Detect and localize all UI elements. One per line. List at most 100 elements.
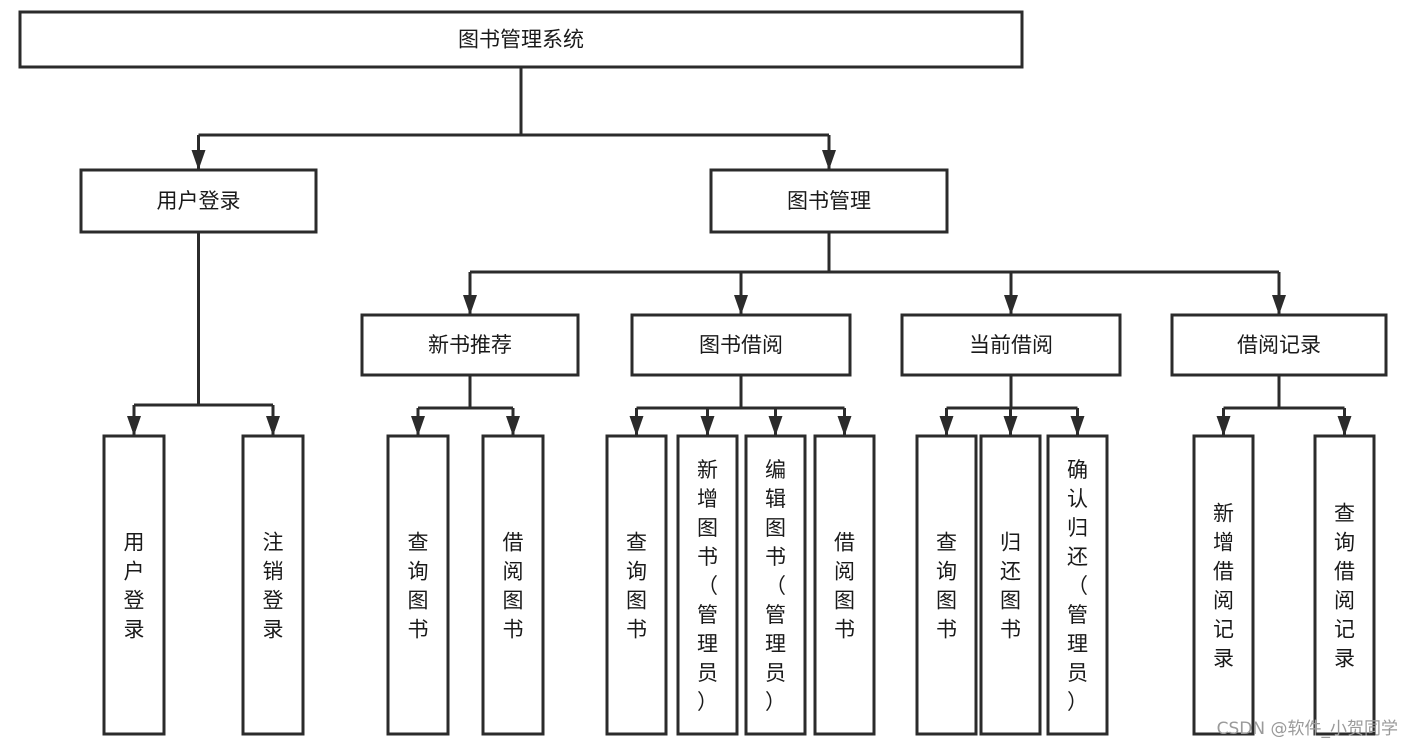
node-label-leaf-add-book-admin-char-0: 新 bbox=[697, 458, 718, 482]
node-label-user-login: 用户登录 bbox=[157, 189, 241, 213]
node-user-login[interactable]: 用户登录 bbox=[79, 168, 318, 234]
node-label-leaf-query-borrow-record-char-1: 询 bbox=[1334, 531, 1355, 555]
node-label-leaf-add-book-admin-char-2: 图 bbox=[697, 516, 718, 540]
node-label-leaf-borrow-book-char-0: 借 bbox=[834, 531, 855, 555]
node-box-leaf-borrow-book-recommend[interactable] bbox=[481, 434, 545, 736]
node-box-leaf-edit-book-admin[interactable] bbox=[744, 434, 807, 736]
node-label-leaf-return-book-char-1: 还 bbox=[1000, 560, 1021, 584]
node-box-root[interactable] bbox=[18, 10, 1024, 69]
node-box-leaf-borrow-book[interactable] bbox=[813, 434, 876, 736]
arrow-head bbox=[1337, 416, 1352, 436]
node-box-leaf-user-login[interactable] bbox=[102, 434, 166, 736]
node-label-leaf-edit-book-admin-char-1: 辑 bbox=[765, 487, 786, 511]
node-box-borrow-records[interactable] bbox=[1170, 313, 1388, 377]
arrow-head bbox=[734, 295, 748, 315]
connector-layer bbox=[127, 67, 1352, 436]
node-box-leaf-confirm-return-admin[interactable] bbox=[1046, 434, 1109, 736]
node-label-leaf-return-book-char-0: 归 bbox=[1000, 531, 1021, 555]
arrow-head bbox=[1004, 295, 1018, 315]
node-label-leaf-add-borrow-record-char-4: 记 bbox=[1213, 618, 1234, 642]
node-box-leaf-add-book-admin[interactable] bbox=[676, 434, 739, 736]
node-box-leaf-return-book[interactable] bbox=[979, 434, 1042, 736]
node-label-leaf-add-book-admin-char-7: 员 bbox=[697, 661, 718, 685]
arrow-head bbox=[822, 150, 836, 170]
node-book-management[interactable]: 图书管理 bbox=[709, 168, 949, 234]
node-label-leaf-query-borrow-record-char-2: 借 bbox=[1334, 560, 1355, 584]
node-label-leaf-add-book-admin-char-8: ） bbox=[697, 690, 718, 714]
node-label-leaf-edit-book-admin-char-8: ） bbox=[765, 690, 786, 714]
node-root[interactable]: 图书管理系统 bbox=[18, 10, 1024, 69]
node-label-leaf-query-book-current-char-3: 书 bbox=[936, 618, 957, 642]
node-box-book-borrow[interactable] bbox=[630, 313, 852, 377]
arrow-head bbox=[506, 416, 520, 436]
node-box-book-management[interactable] bbox=[709, 168, 949, 234]
node-label-leaf-edit-book-admin-char-0: 编 bbox=[765, 458, 786, 482]
node-label-leaf-return-book-char-2: 图 bbox=[1000, 589, 1021, 613]
node-label-leaf-query-book-current-char-0: 查 bbox=[936, 531, 957, 555]
node-label-leaf-confirm-return-admin-char-2: 归 bbox=[1067, 516, 1088, 540]
node-label-leaf-query-book-recommend-char-1: 询 bbox=[408, 560, 429, 584]
node-label-leaf-query-borrow-record-char-3: 阅 bbox=[1334, 589, 1355, 613]
node-label-leaf-query-book-recommend-char-0: 查 bbox=[408, 531, 429, 555]
node-label-current-borrow: 当前借阅 bbox=[969, 333, 1053, 357]
node-box-leaf-user-logout[interactable] bbox=[241, 434, 305, 736]
node-label-leaf-user-logout-char-3: 录 bbox=[263, 618, 284, 642]
node-label-leaf-user-login-char-0: 用 bbox=[124, 531, 145, 555]
node-box-new-book-recommend[interactable] bbox=[360, 313, 580, 377]
node-box-user-login[interactable] bbox=[79, 168, 318, 234]
node-label-leaf-user-login-char-2: 登 bbox=[124, 589, 145, 613]
node-label-leaf-query-borrow-record-char-4: 记 bbox=[1334, 618, 1355, 642]
node-label-leaf-user-login-char-1: 户 bbox=[124, 560, 145, 584]
node-box-leaf-add-borrow-record[interactable] bbox=[1192, 434, 1255, 736]
node-label-leaf-query-book-current-char-1: 询 bbox=[936, 560, 957, 584]
arrow-head bbox=[1272, 295, 1286, 315]
node-label-leaf-add-borrow-record-char-2: 借 bbox=[1213, 560, 1234, 584]
arrow-head bbox=[768, 416, 783, 436]
node-label-leaf-add-borrow-record-char-1: 增 bbox=[1213, 531, 1234, 555]
node-label-leaf-add-borrow-record-char-3: 阅 bbox=[1213, 589, 1234, 613]
node-leaf-user-login[interactable]: 用户登录 bbox=[102, 434, 166, 736]
node-label-leaf-confirm-return-admin-char-1: 认 bbox=[1067, 487, 1088, 511]
node-label-leaf-query-borrow-record-char-5: 录 bbox=[1334, 647, 1355, 671]
node-label-leaf-confirm-return-admin-char-0: 确 bbox=[1067, 458, 1088, 482]
node-label-leaf-add-book-admin-char-5: 管 bbox=[697, 603, 718, 627]
arrow-head bbox=[1003, 416, 1018, 436]
node-box-leaf-query-book-current[interactable] bbox=[915, 434, 978, 736]
node-label-leaf-query-book-recommend-char-2: 图 bbox=[408, 589, 429, 613]
node-book-borrow[interactable]: 图书借阅 bbox=[630, 313, 852, 377]
node-label-leaf-return-book-char-3: 书 bbox=[1000, 618, 1021, 642]
node-label-leaf-edit-book-admin-char-2: 图 bbox=[765, 516, 786, 540]
node-current-borrow[interactable]: 当前借阅 bbox=[900, 313, 1122, 377]
node-label-book-borrow: 图书借阅 bbox=[699, 333, 783, 357]
node-label-leaf-confirm-return-admin-char-5: 管 bbox=[1067, 603, 1088, 627]
node-box-current-borrow[interactable] bbox=[900, 313, 1122, 377]
node-label-leaf-query-book-char-0: 查 bbox=[626, 531, 647, 555]
node-label-leaf-edit-book-admin-char-4: （ bbox=[765, 574, 786, 598]
node-box-leaf-query-book[interactable] bbox=[605, 434, 668, 736]
arrow-head bbox=[411, 416, 425, 436]
node-label-leaf-add-book-admin-char-1: 增 bbox=[697, 487, 718, 511]
arrow-head bbox=[1070, 416, 1085, 436]
node-box-leaf-query-book-recommend[interactable] bbox=[386, 434, 450, 736]
node-label-leaf-confirm-return-admin-char-3: 还 bbox=[1067, 545, 1088, 569]
arrow-head bbox=[700, 416, 715, 436]
node-new-book-recommend[interactable]: 新书推荐 bbox=[360, 313, 580, 377]
node-label-leaf-borrow-book-recommend-char-2: 图 bbox=[503, 589, 524, 613]
node-borrow-records[interactable]: 借阅记录 bbox=[1170, 313, 1388, 377]
node-label-leaf-add-book-admin-char-4: （ bbox=[697, 574, 718, 598]
node-box-leaf-query-borrow-record[interactable] bbox=[1313, 434, 1376, 736]
